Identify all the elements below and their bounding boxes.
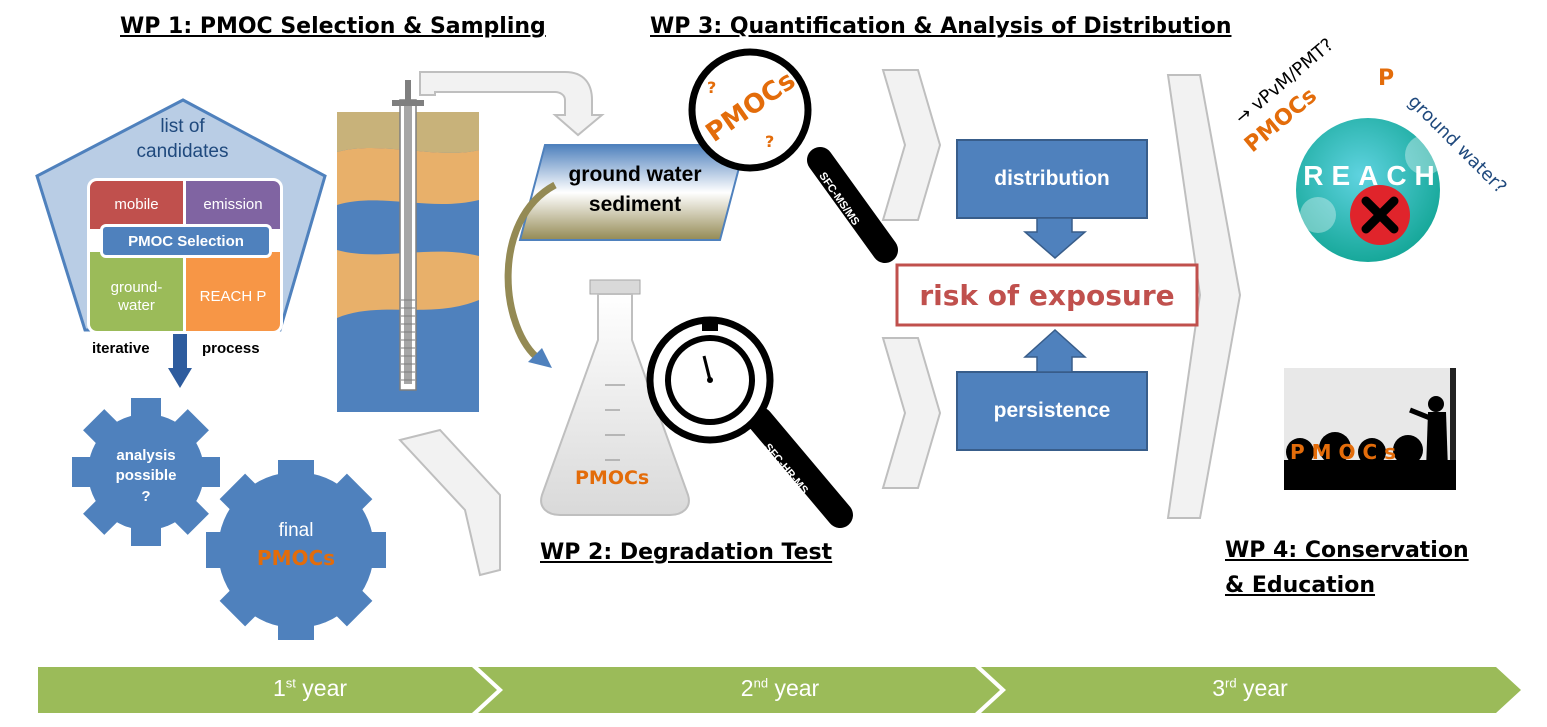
- year-2-num: 2: [740, 675, 754, 701]
- sample-label: ground water sediment: [530, 160, 740, 221]
- wp4-heading-line1: WP 4: Conservation: [1225, 538, 1469, 563]
- timeline-bar: [38, 667, 1521, 713]
- year-3-sup: rd: [1225, 675, 1237, 691]
- wp4-heading-line2: & Education: [1225, 573, 1376, 598]
- reach-logo: [1296, 118, 1445, 262]
- chevron-big: [1166, 74, 1242, 519]
- pmoc-selection-box: PMOC Selection: [100, 224, 272, 258]
- big-gear-label: final PMOCs: [236, 520, 356, 570]
- year-1-num: 1: [272, 675, 286, 701]
- small-gear: [72, 398, 220, 546]
- process-label: process: [202, 340, 260, 357]
- year-1-sup: st: [285, 675, 296, 691]
- magnifier-top: [688, 48, 898, 263]
- x-icon: [1361, 196, 1399, 234]
- reach-word: REACH: [1303, 160, 1443, 191]
- criterion-groundwater-line1: ground-: [110, 278, 163, 296]
- candidates-title-line2: candidates: [136, 140, 229, 162]
- wp1-heading: WP 1: PMOC Selection & Sampling: [120, 14, 546, 39]
- criterion-mobile: mobile: [90, 181, 183, 229]
- criterion-emission: emission: [186, 181, 280, 229]
- flask-label: PMOCs: [575, 467, 650, 489]
- up-arrow: [1023, 328, 1087, 373]
- year-3: 3rd year: [1150, 675, 1350, 702]
- distribution-label: distribution: [994, 167, 1110, 190]
- criterion-groundwater-line2: water: [118, 296, 155, 314]
- stopwatch-icon: [665, 323, 755, 425]
- sample-line1: ground water: [568, 163, 702, 186]
- reach-p: P: [1378, 66, 1395, 91]
- chevron-wp1-wp2: [398, 428, 501, 577]
- big-gear-line2: PMOCs: [256, 546, 336, 570]
- sample-to-flask-arrow: [504, 181, 557, 363]
- chevron-top: [881, 69, 942, 221]
- iterative-label: iterative: [92, 340, 150, 357]
- persistence-label: persistence: [993, 399, 1111, 422]
- risk-of-exposure-label: risk of exposure: [919, 278, 1175, 312]
- presentation-image: [1284, 368, 1456, 490]
- year-1: 1st year: [210, 675, 410, 702]
- aquifer-illustration: [337, 80, 479, 412]
- year-1-word: year: [302, 675, 348, 701]
- sample-transfer-arrow: [419, 71, 605, 137]
- candidates-title-line1: list of: [160, 116, 205, 137]
- small-gear-line2: possible: [115, 467, 177, 485]
- magnifier-q2: ?: [765, 132, 775, 151]
- year-2-sup: nd: [753, 675, 769, 691]
- wp2-heading: WP 2: Degradation Test: [540, 540, 833, 565]
- candidates-title: list of candidates: [110, 115, 255, 164]
- year-3-num: 3: [1212, 675, 1226, 701]
- flask: [540, 279, 690, 516]
- wp3-heading: WP 3: Quantification & Analysis of Distr…: [650, 14, 1232, 39]
- down-arrow: [1022, 217, 1088, 259]
- criteria-grid: mobile emission ground- water REACH P PM…: [87, 178, 283, 334]
- risk-box-bg: [895, 263, 1199, 327]
- year-2-word: year: [774, 675, 820, 701]
- education-label: P M O C s: [1290, 440, 1396, 464]
- chevron-bottom: [881, 337, 942, 489]
- year-3-word: year: [1243, 675, 1288, 701]
- small-gear-label: analysis possible ?: [96, 446, 196, 507]
- criterion-groundwater: ground- water: [90, 252, 183, 331]
- big-gear: [206, 460, 386, 640]
- persistence-box-bg: [956, 371, 1148, 451]
- year-2: 2nd year: [680, 675, 880, 702]
- criterion-reach: REACH P: [186, 252, 280, 331]
- big-gear-line1: final: [278, 520, 314, 541]
- small-gear-line3: ?: [141, 487, 151, 505]
- small-gear-line1: analysis: [116, 447, 176, 464]
- sample-line2: sediment: [588, 193, 682, 217]
- magnifier-q1: ?: [707, 78, 717, 97]
